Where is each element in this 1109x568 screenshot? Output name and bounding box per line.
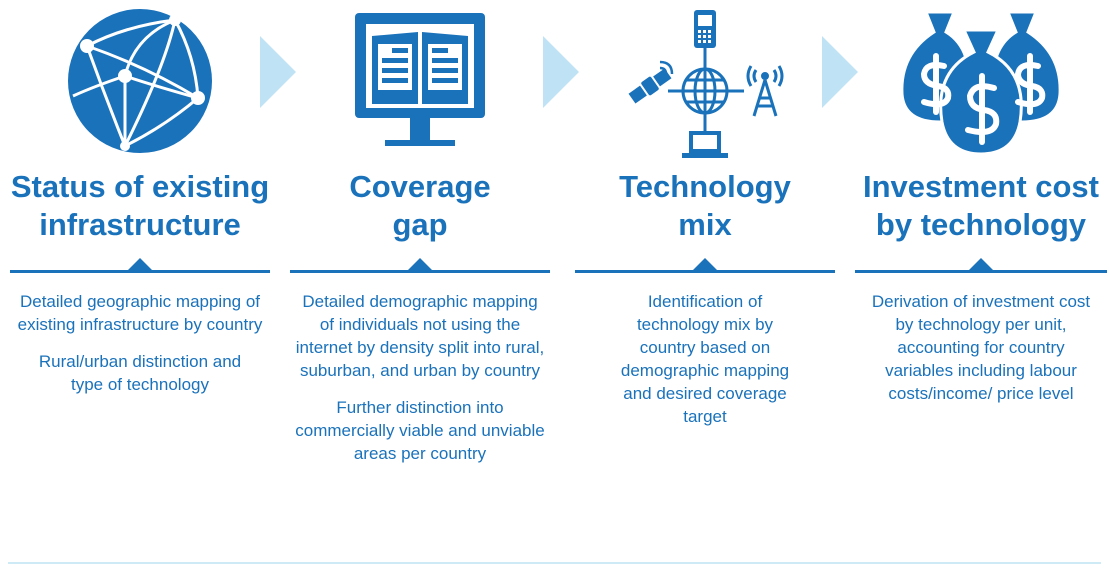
chevron-right-icon (543, 36, 579, 108)
bottom-divider (8, 562, 1101, 564)
book-monitor-icon (290, 0, 550, 170)
globe-icon (10, 0, 270, 170)
chevron-right-icon (260, 36, 296, 108)
step-description: Identification of technology mix by coun… (620, 292, 790, 426)
step-description: Detailed geographic mapping of existing … (17, 292, 263, 394)
money-bags-icon (855, 0, 1107, 170)
step-investment-cost: Investment cost by technology Derivation… (855, 0, 1107, 560)
chevron-right-icon (822, 36, 858, 108)
globe-icon (681, 67, 729, 115)
divider-pointer (407, 258, 433, 271)
divider-pointer (127, 258, 153, 271)
antenna-tower-icon (746, 65, 784, 117)
step-title: Technology mix (619, 169, 791, 242)
step-description: Derivation of investment cost by technol… (871, 292, 1091, 403)
step-description: Detailed demographic mapping of individu… (295, 292, 545, 463)
step-technology-mix: Technology mix Identification of technol… (575, 0, 835, 560)
divider-line (290, 270, 550, 273)
laptop-icon (682, 131, 728, 158)
step-existing-infrastructure: Status of existing infrastructure Detail… (10, 0, 270, 560)
mobile-phone-icon (694, 10, 716, 48)
step-title: Coverage gap (349, 169, 491, 242)
network-technologies-icon (575, 0, 835, 170)
divider-line (575, 270, 835, 273)
step-title: Investment cost by technology (862, 169, 1099, 242)
divider-pointer (692, 258, 718, 271)
divider-line (10, 270, 270, 273)
step-coverage-gap: Coverage gap Detailed demographic mappin… (290, 0, 550, 560)
step-title: Status of existing infrastructure (10, 169, 270, 242)
divider-pointer (968, 258, 994, 271)
divider-line (855, 270, 1107, 273)
